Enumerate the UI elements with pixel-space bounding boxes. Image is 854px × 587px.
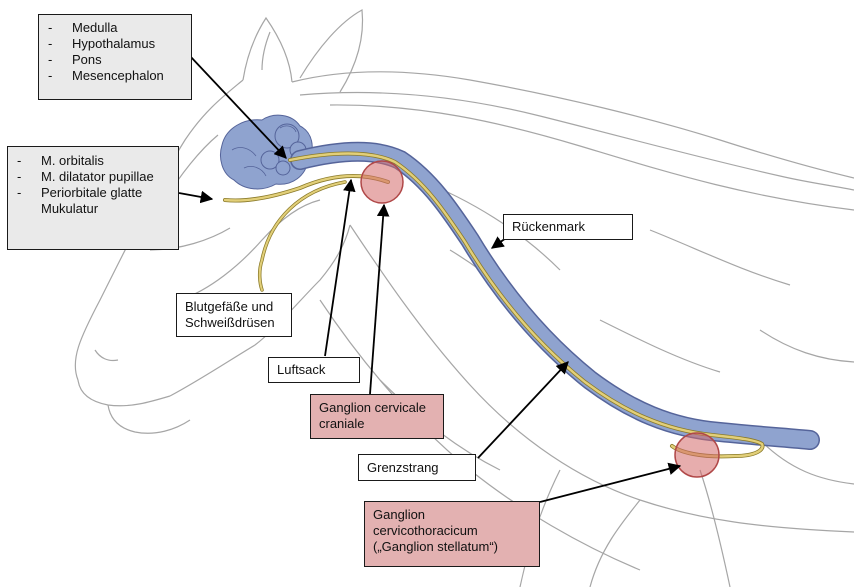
label-ganglion-cervicale-line-1: Ganglion cervicale <box>319 400 435 416</box>
label-grenzstrang: Grenzstrang <box>358 454 476 481</box>
ganglion-cervicale-craniale-circle <box>361 161 403 203</box>
label-ganglion-stellatum: Ganglion cervicothoracicum („Ganglion st… <box>364 501 540 567</box>
brain-region-pons: Pons <box>46 52 184 68</box>
brain-region-medulla: Medulla <box>46 20 184 36</box>
ganglion-stellatum-circle <box>675 433 719 477</box>
label-ganglion-stellatum-line-2: cervicothoracicum <box>373 523 531 539</box>
label-rueckenmark: Rückenmark <box>503 214 633 240</box>
label-blutgefaesse-line-2: Schweißdrüsen <box>185 315 283 331</box>
sympathetic-nerve-path <box>225 154 763 457</box>
label-blutgefaesse-line-1: Blutgefäße und <box>185 299 283 315</box>
brain-region-hypothalamus: Hypothalamus <box>46 36 184 52</box>
label-ganglion-cervicale-craniale: Ganglion cervicale craniale <box>310 394 444 439</box>
label-ganglion-cervicale-line-2: craniale <box>319 416 435 432</box>
label-blutgefaesse: Blutgefäße und Schweißdrüsen <box>176 293 292 337</box>
label-luftsack: Luftsack <box>268 357 360 383</box>
brain-region-mesencephalon: Mesencephalon <box>46 68 184 84</box>
brain-regions-box: Medulla Hypothalamus Pons Mesencephalon <box>38 14 192 100</box>
label-ganglion-stellatum-line-3: („Ganglion stellatum“) <box>373 539 531 555</box>
label-ganglion-stellatum-line-1: Ganglion <box>373 507 531 523</box>
eye-targets-box: M. orbitalis M. dilatator pupillae Perio… <box>7 146 179 250</box>
eye-target-m-orbitalis: M. orbitalis <box>15 153 171 169</box>
eye-target-periorbital: Periorbitale glatte Mukulatur <box>15 185 171 217</box>
eye-target-m-dilatator: M. dilatator pupillae <box>15 169 171 185</box>
